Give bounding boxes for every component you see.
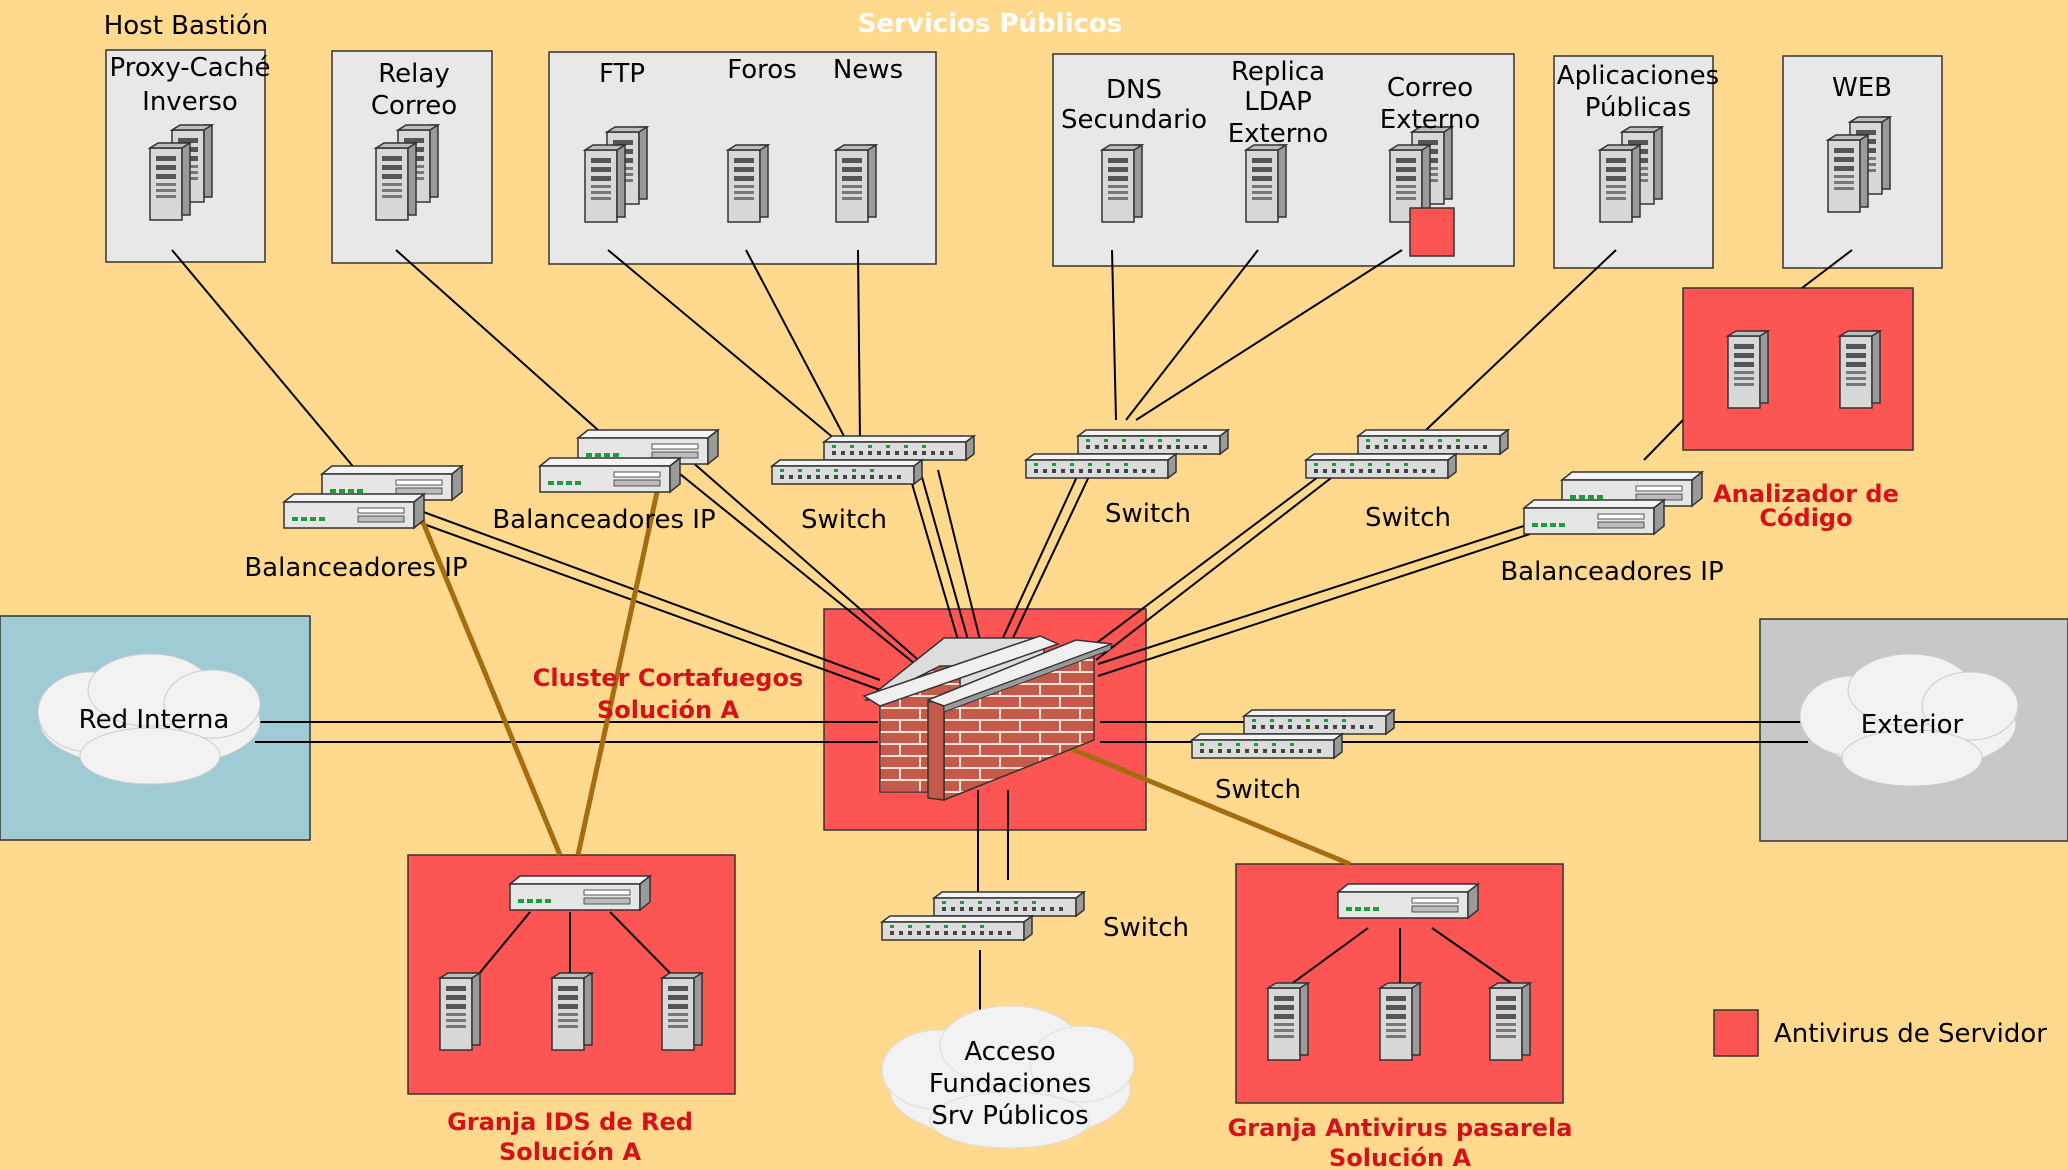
switch-dns-label: Switch (1105, 499, 1191, 529)
forums-label: Foros (727, 55, 797, 85)
switch-access-label: Switch (1103, 913, 1189, 943)
switch-apps-label: Switch (1365, 503, 1451, 533)
antivirus-farm-label-1: Granja Antivirus pasarela (1228, 1114, 1573, 1142)
balancer-left-label: Balanceadores IP (244, 553, 467, 583)
mail-ext-label-1: Correo (1387, 73, 1473, 103)
proxy-label-1: Proxy-Caché (109, 53, 270, 83)
news-server-icon (835, 144, 877, 223)
server-antivirus-marker (1409, 207, 1455, 257)
dns-label-1: DNS (1106, 75, 1162, 105)
switch-exterior-label: Switch (1215, 775, 1301, 805)
web-label: WEB (1832, 73, 1892, 103)
ldap-server-icon (1245, 144, 1287, 223)
antivirus-farm-label-2: Solución A (1329, 1144, 1471, 1170)
news-label: News (833, 55, 903, 85)
balancer-center-label: Balanceadores IP (492, 505, 715, 535)
legend-label: Antivirus de Servidor (1774, 1019, 2047, 1049)
network-links (171, 249, 1853, 1030)
antivirus-balancer-icon (1337, 883, 1479, 919)
ftp-label: FTP (599, 59, 645, 89)
analyzer-label-1: Analizador de (1713, 480, 1899, 508)
ldap-label-1: Replica (1231, 57, 1325, 87)
forums-server-icon (727, 144, 769, 223)
relay-label-2: Correo (371, 91, 457, 121)
dns-server-icon (1101, 144, 1143, 223)
public-apps-box (1553, 55, 1714, 269)
mail-ext-label-2: Externo (1380, 105, 1481, 135)
balancer-right-label: Balanceadores IP (1500, 557, 1723, 587)
host-bastion-label: Host Bastión (104, 11, 269, 41)
legend-swatch (1713, 1009, 1759, 1057)
apps-label-2: Públicas (1585, 93, 1691, 123)
firewall-cluster-label-1: Cluster Cortafuegos (533, 664, 804, 692)
ids-server-icon (439, 972, 703, 1051)
firewall-icon (862, 635, 1113, 802)
proxy-label-2: Inverso (142, 87, 238, 117)
analyzer-label-2: Código (1759, 504, 1852, 532)
access-label-2: Fundaciones (929, 1069, 1091, 1099)
ldap-label-3: Externo (1228, 119, 1329, 149)
firewall-cluster-label-2: Solución A (597, 696, 739, 724)
access-label-1: Acceso (964, 1037, 1055, 1067)
antivirus-server-icon (1267, 982, 1531, 1061)
ids-farm-label-1: Granja IDS de Red (447, 1108, 693, 1136)
diagram-title: Servicios Públicos (858, 9, 1123, 39)
internal-network-cloud (37, 653, 261, 785)
apps-label-1: Aplicaciones (1557, 61, 1719, 91)
dns-label-2: Secundario (1061, 105, 1207, 135)
exterior-cloud (1799, 653, 2019, 787)
access-label-3: Srv Públicos (931, 1101, 1088, 1131)
ldap-label-2: LDAP (1244, 87, 1312, 117)
ids-balancer-icon (509, 875, 651, 911)
relay-label-1: Relay (378, 59, 449, 89)
exterior-label: Exterior (1861, 710, 1964, 740)
switch-services-label: Switch (801, 505, 887, 535)
access-cloud (881, 1005, 1135, 1149)
ids-farm-label-2: Solución A (499, 1138, 641, 1166)
internal-network-label: Red Interna (79, 705, 230, 735)
